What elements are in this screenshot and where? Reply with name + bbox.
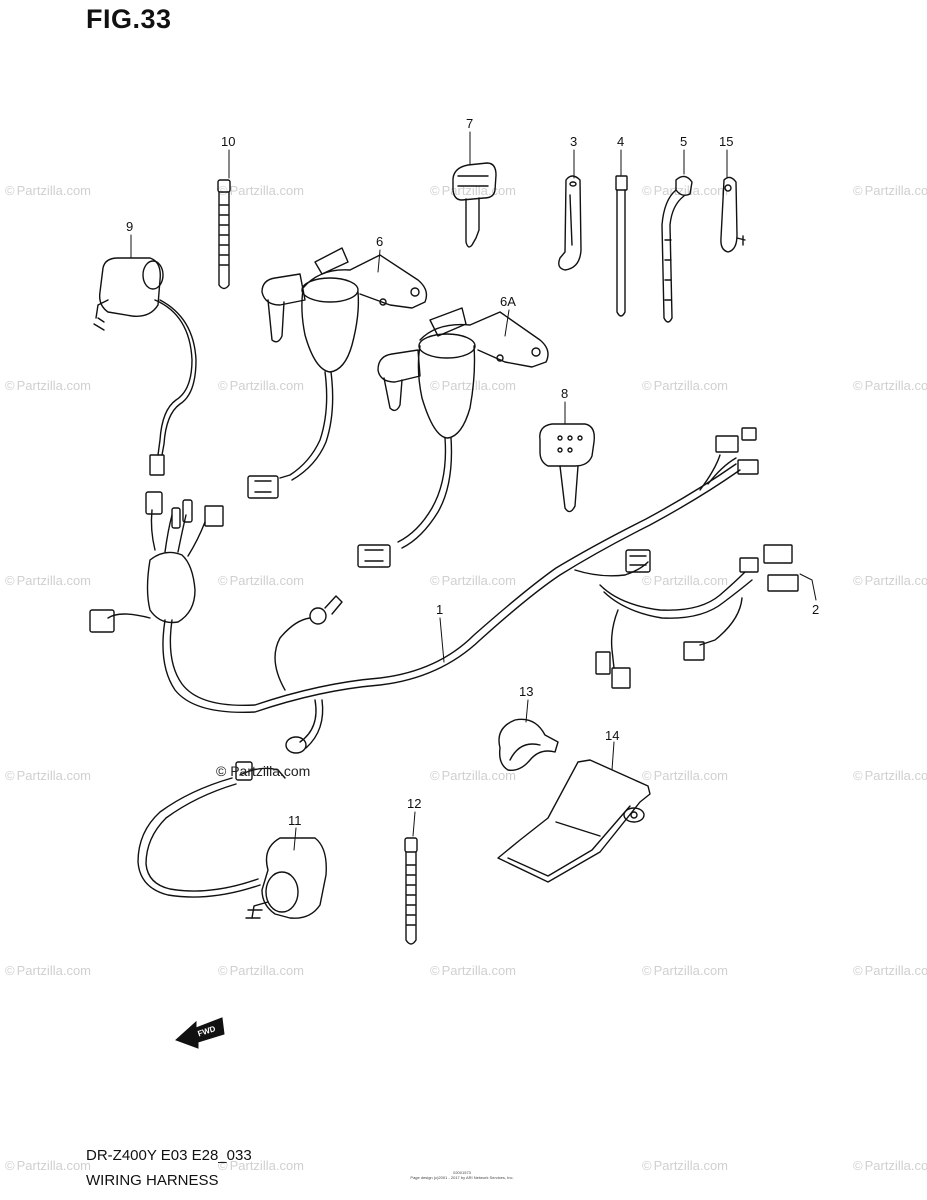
callout-8: 8 [561,386,568,401]
fine-print-code: 02001573 [453,1170,471,1175]
callout-12: 12 [407,796,421,811]
callout-4: 4 [617,134,624,149]
callout-9: 9 [126,219,133,234]
watermark: ©Partzilla.com [430,378,517,393]
part-5-band [661,175,693,323]
part-3-clamp [558,175,582,271]
fine-print: 02001573 Page design (c)2001 - 2017 by A… [402,1170,522,1180]
watermark: ©Partzilla.com [5,1158,92,1173]
watermark: ©Partzilla.com [218,183,305,198]
watermark: ©Partzilla.com [430,768,517,783]
callout-15: 15 [719,134,733,149]
watermark: ©Partzilla.com [218,573,305,588]
watermark: ©Partzilla.com [218,378,305,393]
diagram-title: WIRING HARNESS [86,1172,219,1189]
watermark: ©Partzilla.com [853,768,927,783]
watermark: ©Partzilla.com [218,1158,305,1173]
callout-11: 11 [288,813,302,828]
part-13-cover [498,718,559,771]
watermark: ©Partzilla.com [218,963,305,978]
watermark: ©Partzilla.com [642,768,729,783]
watermark: ©Partzilla.com [853,1158,927,1173]
leader-lines [130,131,817,851]
watermark: ©Partzilla.com [430,183,517,198]
callout-3: 3 [570,134,577,149]
callout-10: 10 [221,134,235,149]
callout-14: 14 [605,728,619,743]
callout-labels: 10 7 3 4 5 15 9 6 6A 8 1 2 11 12 13 14 [126,116,819,828]
part-12-cable-tie [404,837,418,945]
figure-title: FIG.33 [86,4,172,34]
callout-6: 6 [376,234,383,249]
center-watermark: © Partzilla.com [216,763,311,779]
part-6a-ignition-switch [357,307,549,568]
watermark: ©Partzilla.com [642,1158,729,1173]
watermark: ©Partzilla.com [5,963,92,978]
watermark: ©Partzilla.com [5,768,92,783]
callout-2: 2 [812,602,819,617]
forward-arrow-icon: FWD [175,1017,225,1049]
watermark: ©Partzilla.com [853,183,927,198]
watermark: ©Partzilla.com [853,963,927,978]
callout-6a: 6A [500,294,516,309]
watermark: ©Partzilla.com [5,183,92,198]
watermark: ©Partzilla.com [853,573,927,588]
part-4-cable-tie [615,175,628,317]
watermark: ©Partzilla.com [853,378,927,393]
fine-print-copyright: Page design (c)2001 - 2017 by ARI Networ… [410,1175,514,1180]
part-7-key [452,162,497,248]
watermark: ©Partzilla.com [430,573,517,588]
callout-13: 13 [519,684,533,699]
watermark: ©Partzilla.com [642,573,729,588]
watermark: ©Partzilla.com [430,963,517,978]
watermark: ©Partzilla.com [5,378,92,393]
part-10-cable-tie [217,179,231,290]
callout-1: 1 [436,602,443,617]
part-15-clamp [720,176,746,253]
part-8-key [539,423,595,513]
watermark: ©Partzilla.com [642,963,729,978]
part-9-switch [93,257,197,476]
part-6-ignition-switch [247,247,428,499]
watermark: ©Partzilla.com [642,378,729,393]
callout-7: 7 [466,116,473,131]
callout-5: 5 [680,134,687,149]
part-11-switch [137,761,327,919]
part-1-wiring-harness [89,427,799,754]
model-code: DR-Z400Y E03 E28_033 [86,1147,252,1164]
watermark: ©Partzilla.com [5,573,92,588]
part-14-bracket [497,759,651,883]
